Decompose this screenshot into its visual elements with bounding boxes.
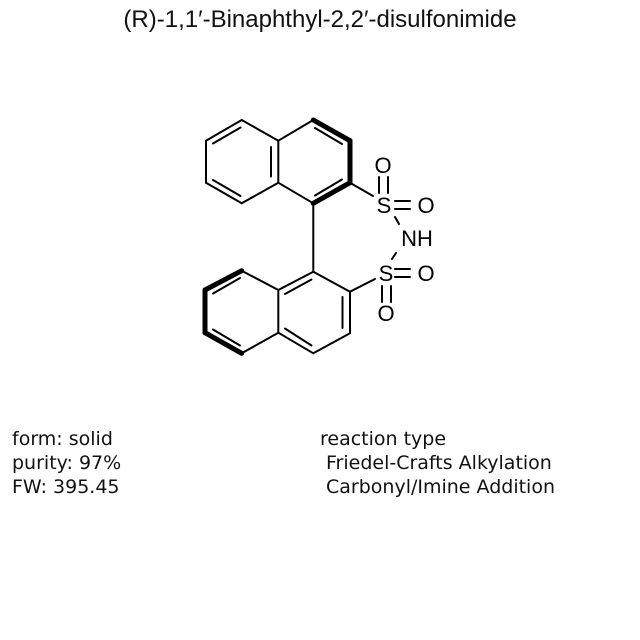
c-s-bond-top: [349, 181, 374, 197]
s-o-double-bonds: [378, 176, 411, 303]
atom-o-right-top: O: [417, 193, 434, 218]
atom-o-right-bottom: O: [417, 261, 434, 286]
reaction-type-item: Carbonyl/Imine Addition: [326, 476, 555, 498]
lower-left-ring: [212, 269, 280, 355]
s-n-bond-top: [394, 216, 400, 225]
atom-o-top: O: [374, 153, 391, 178]
c-s-bond-bottom: [349, 278, 376, 293]
reaction-type-item: Friedel-Crafts Alkylation: [326, 452, 552, 474]
lower-bold-bonds: [202, 268, 245, 356]
upper-bold-bonds: [310, 117, 353, 206]
atom-s-bottom: S: [379, 261, 394, 286]
upper-right-ring: [277, 119, 343, 205]
atom-o-bottom: O: [377, 301, 394, 326]
upper-left-ring: [205, 119, 280, 205]
atom-nh: NH: [401, 226, 433, 251]
reaction-type-header: reaction type: [320, 428, 447, 450]
property-purity: purity: 97%: [12, 452, 122, 474]
compound-title: (R)-1,1′-Binaphthyl-2,2′-disulfonimide: [123, 6, 517, 33]
property-form: form: solid: [12, 428, 113, 450]
property-fw: FW: 395.45: [12, 476, 120, 498]
atom-s-top: S: [377, 193, 392, 218]
properties-block: form: solid purity: 97% FW: 395.45: [12, 427, 121, 499]
lower-right-ring: [277, 270, 351, 355]
s-n-bond-bottom: [391, 252, 397, 260]
reaction-types-block: reaction type Friedel-Crafts Alkylation …: [320, 427, 555, 499]
